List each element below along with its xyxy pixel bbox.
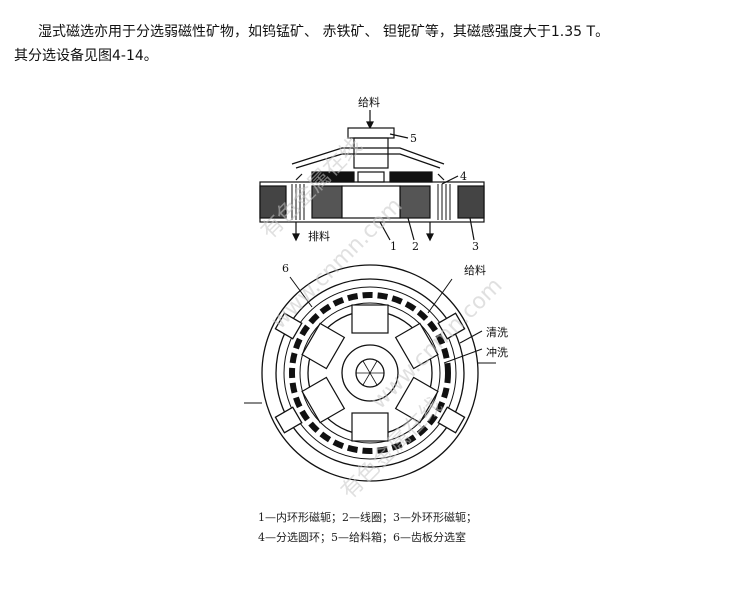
paragraph-line-2: 其分选设备见图4-14。 <box>14 48 158 64</box>
part-number-3: 3 <box>472 240 479 253</box>
discharge-label: 排料 <box>308 229 330 243</box>
paragraph-line-1: 湿式磁选亦用于分选弱磁性矿物，如钨锰矿、 赤铁矿、 钽铌矿等，其磁感强度大于1.… <box>38 24 610 40</box>
part-number-4: 4 <box>460 170 467 183</box>
feed-label-plan: 给料 <box>464 263 486 277</box>
rinse-label: 清洗 <box>486 326 508 339</box>
flush-label: 冲洗 <box>486 345 508 359</box>
caption-line-1: 1—内环形磁轭；2—线圈；3—外环形磁轭； <box>258 511 477 524</box>
feed-label-top: 给料 <box>358 95 380 109</box>
figure-caption: 1—内环形磁轭；2—线圈；3—外环形磁轭； 4—分选圆环；5—给料箱；6—齿板分… <box>258 508 558 548</box>
part-number-6: 6 <box>282 262 289 275</box>
part-number-5: 5 <box>410 132 417 145</box>
part-number-1: 1 <box>390 240 397 253</box>
magnetic-separator-figure: 给料 <box>244 95 508 504</box>
part-number-2: 2 <box>412 240 419 253</box>
cross-section-view: 给料 <box>259 95 485 242</box>
plan-view <box>244 264 496 482</box>
body-paragraph: 湿式磁选亦用于分选弱磁性矿物，如钨锰矿、 赤铁矿、 钽铌矿等，其磁感强度大于1.… <box>14 20 720 68</box>
caption-line-2: 4—分选圆环；5—给料箱；6—齿板分选室 <box>258 531 466 544</box>
